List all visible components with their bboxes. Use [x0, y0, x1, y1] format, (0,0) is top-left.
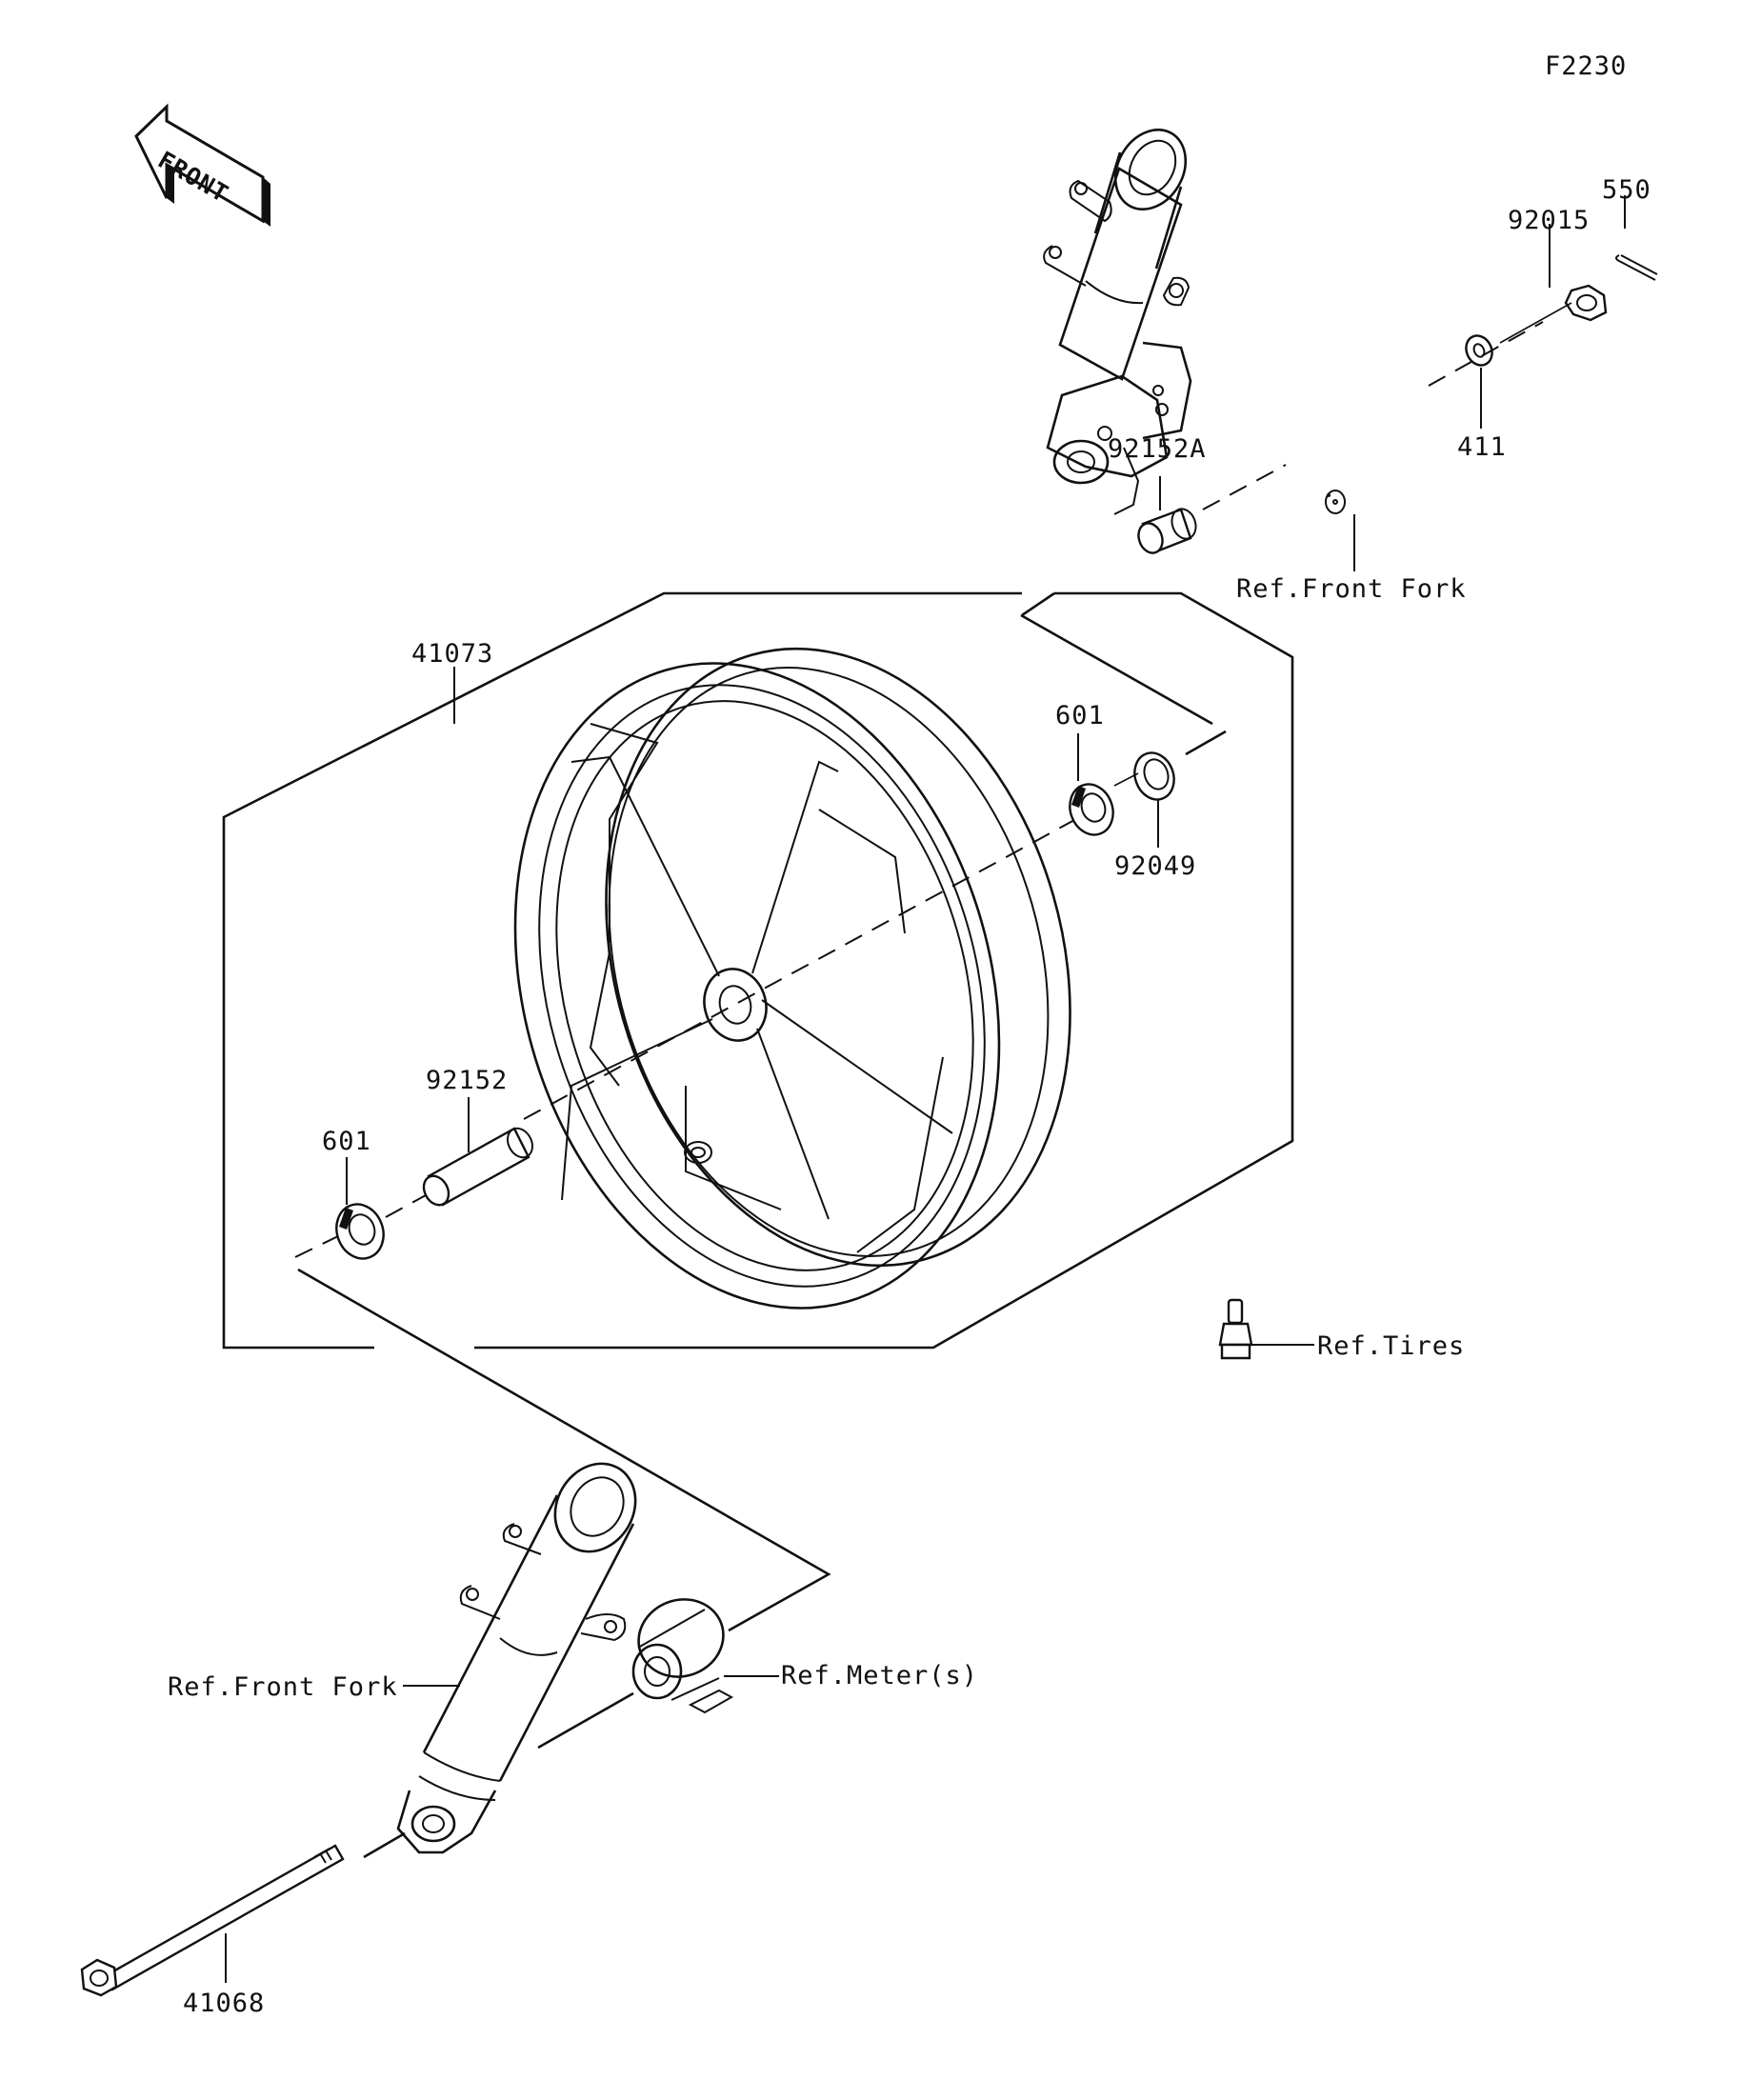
label-601-upper: 601: [1055, 701, 1105, 730]
ref-front-fork-bottom: Ref.Front Fork: [168, 1672, 398, 1702]
label-41068: 41068: [183, 1989, 265, 2018]
part-601-upper-bearing: [1069, 733, 1114, 836]
front-fork-right-illustration: [1043, 128, 1346, 515]
assembly-frame-lower: [297, 1268, 831, 1632]
ref-meters: Ref.Meter(s): [781, 1661, 978, 1690]
front-direction-arrow: FRONT: [134, 103, 270, 227]
axis-line-top-right: [1428, 321, 1544, 387]
figure-code: F2230: [1545, 51, 1627, 81]
axis-line-bottom-axle: [363, 1831, 406, 1859]
meter-gear-illustration: [631, 1598, 779, 1714]
label-41073: 41073: [411, 639, 493, 669]
label-92152: 92152: [426, 1066, 508, 1095]
label-92015: 92015: [1508, 206, 1590, 235]
label-92049: 92049: [1114, 851, 1196, 881]
assembly-frame-outline: [222, 591, 1294, 1350]
part-92152-spacer: [422, 1097, 533, 1207]
part-601-lower-bearing: [335, 1157, 385, 1260]
axis-line-wheel: [523, 818, 1077, 1120]
front-fork-left-illustration: [396, 1462, 637, 1854]
tire-valve-illustration: [1218, 1298, 1314, 1360]
part-41068-axle: [80, 1844, 345, 1997]
axis-line-top-fork: [1202, 464, 1287, 510]
axis-line-lower-left: [294, 1235, 339, 1258]
label-550: 550: [1602, 175, 1651, 205]
axis-line-bottom-meter: [537, 1691, 634, 1750]
wheel-41073-illustration: [513, 647, 1071, 1310]
label-411: 411: [1457, 432, 1507, 462]
part-550-cotter-pin: [1615, 195, 1658, 281]
part-92049-seal: [1133, 751, 1175, 848]
part-92152A-spacer: [1137, 476, 1197, 554]
axis-line-lower-mid: [385, 1194, 427, 1218]
ref-tires: Ref.Tires: [1317, 1331, 1465, 1361]
ref-front-fork-top: Ref.Front Fork: [1236, 574, 1467, 604]
label-92152A: 92152A: [1108, 434, 1207, 464]
part-92015-nut: [1549, 224, 1608, 322]
label-601-lower: 601: [322, 1127, 371, 1156]
part-411-washer: [1465, 334, 1493, 429]
